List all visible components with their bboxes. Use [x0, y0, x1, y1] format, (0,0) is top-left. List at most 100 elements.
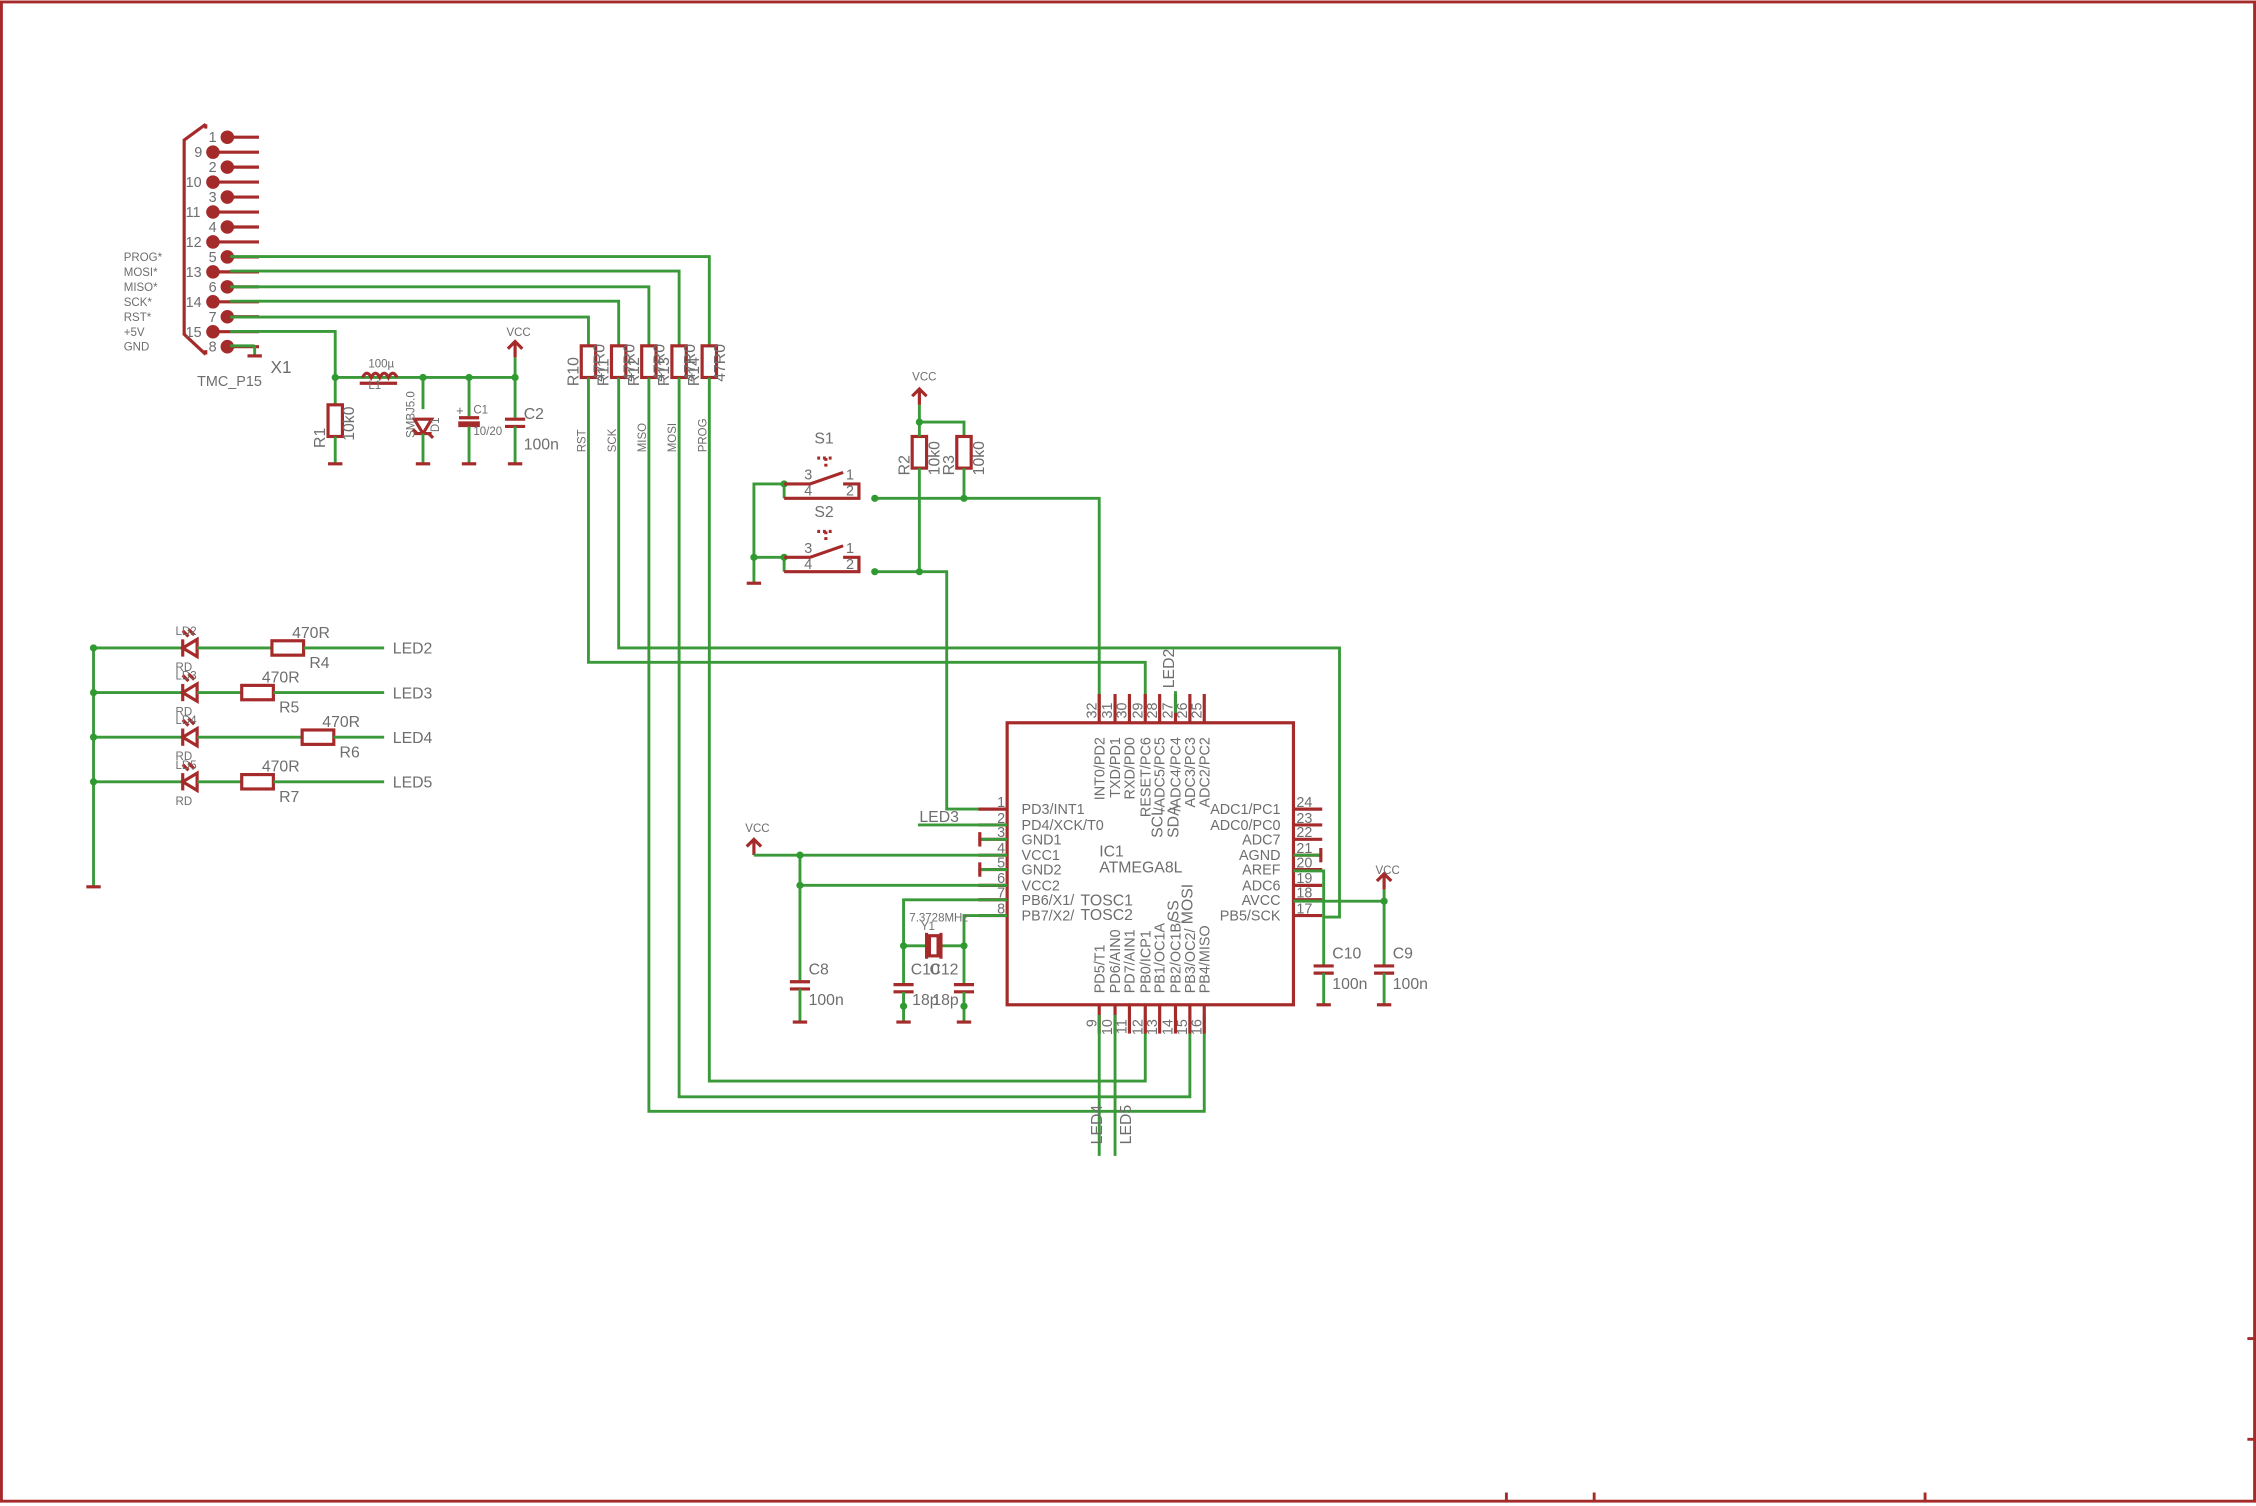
l1-value: 100µ: [368, 358, 394, 370]
ic-pin-number: 4: [997, 841, 1005, 857]
ic-pin-number: 26: [1175, 702, 1191, 718]
ic-pin-label: GND2: [1022, 863, 1062, 879]
ic-tosc1: TOSC1: [1081, 893, 1134, 910]
ic-pin-label: RESET/PC6: [1138, 737, 1154, 817]
s2-pin1: 1: [846, 541, 854, 557]
series-resistor-name: R12: [626, 357, 643, 386]
ic-pin-number: 30: [1115, 702, 1131, 718]
ic-scl: SCL: [1150, 807, 1167, 838]
d1-value: SMBJ5.0: [405, 391, 417, 438]
led-diode-color: RD: [176, 662, 193, 674]
connector-pad: [206, 324, 220, 339]
led-diode-color: RD: [176, 707, 193, 719]
ic-name: IC1: [1099, 844, 1124, 861]
ic-pin-number: 3: [997, 825, 1005, 841]
ic-pin-number: 13: [1145, 1019, 1161, 1035]
led-resistor: [270, 639, 306, 657]
vcc-label-4: VCC: [1375, 865, 1399, 877]
ic-pin-label: INT0/PD2: [1092, 737, 1108, 800]
connector-pin-number: 1: [209, 130, 217, 146]
ic-pin-label: PD3/INT1: [1022, 802, 1085, 818]
ic-pin-number: 12: [1130, 1019, 1146, 1035]
series-resistor-value: 47R0: [682, 344, 699, 382]
net-led4-bottom: LED4: [1089, 1105, 1106, 1145]
series-resistor-name: R11: [596, 358, 613, 386]
d1-name: D1: [430, 417, 442, 432]
c9-name: C9: [1393, 946, 1413, 963]
connector-pad: [220, 130, 235, 144]
crystal-value: 7.3728MHz: [909, 912, 968, 924]
net-led5-bottom: LED5: [1118, 1105, 1135, 1145]
led-diode-name: LD5: [176, 760, 197, 772]
c12-name: C12: [929, 962, 958, 979]
s1-pin4: 4: [804, 483, 812, 499]
series-resistor-name: R14: [686, 357, 703, 386]
c1-name: C1: [473, 404, 488, 416]
ic-pin-number: 14: [1161, 1019, 1177, 1035]
ic-pin-label: PB3/OC2/: [1183, 929, 1199, 994]
connector-wires: [230, 255, 711, 379]
led-section: LD2RD470RR4LED2LD3RD470RR5LED3LD4RD470RR…: [86, 625, 433, 889]
vcc-label-1: VCC: [506, 327, 530, 339]
connector-signal-label: SCK*: [124, 297, 153, 309]
connector-pin-number: 8: [209, 340, 217, 356]
vcc-label-3: VCC: [745, 823, 769, 835]
ic-pin-label: GND1: [1022, 832, 1062, 848]
ic-pin-number: 1: [997, 795, 1005, 811]
connector-pin-number: 7: [209, 310, 217, 326]
ic-pin-number: 22: [1296, 825, 1312, 841]
net-led2-top: LED2: [1161, 649, 1178, 689]
connector-signal-label: +5V: [124, 327, 145, 339]
ic-sda: SDA: [1165, 805, 1182, 838]
led-diode-name: LD4: [176, 715, 198, 727]
led-resistor-value: 470R: [322, 714, 360, 731]
ic-pin-label: AVCC: [1242, 893, 1281, 909]
c2-name: C2: [524, 406, 544, 423]
connector-signal-label: GND: [124, 342, 150, 354]
series-resistor-value: 47R0: [622, 344, 639, 382]
ic-pin-label: PB6/X1/: [1022, 893, 1075, 909]
l1-name: L1: [368, 380, 381, 392]
c10-xtal-value: 18p: [912, 992, 939, 1009]
s1-pin3: 3: [804, 468, 812, 484]
r1-name: R1: [312, 428, 329, 448]
series-resistor-net: RST: [577, 429, 589, 452]
ic-pin-label: PD4/XCK/T0: [1022, 818, 1104, 834]
reset-section: VCC R2 10k0 R3 10k0 S1 3 1 4: [746, 371, 1101, 811]
ic-pin-label: PB1/OC1A: [1153, 923, 1169, 994]
vcc-label-2: VCC: [912, 371, 936, 383]
series-resistor-value: 47R0: [591, 344, 608, 382]
svg-text:+: +: [456, 403, 464, 418]
isp-wires: [587, 377, 1341, 1113]
connector-pad: [220, 190, 235, 204]
r3-value: 10k0: [971, 441, 988, 475]
ic-pin-label: /ADC5/PC5: [1153, 737, 1169, 811]
connector-signal-label: MISO*: [124, 282, 158, 294]
ic-pin-number: 17: [1296, 901, 1312, 917]
ic-pin-number: 10: [1100, 1019, 1116, 1035]
ic-pin-label: PB7/X2/: [1022, 909, 1075, 925]
ic-pin-label: PB2/OC1B/: [1169, 919, 1185, 993]
ic-pin-label: AREF: [1242, 863, 1281, 879]
led-diode-color: RD: [176, 796, 193, 808]
led-net-label: LED2: [393, 641, 433, 658]
c9-value: 100n: [1393, 976, 1428, 993]
led-resistor-name: R7: [279, 789, 299, 806]
ic-tosc2: TOSC2: [1081, 907, 1133, 924]
connector-pin-number: 12: [186, 235, 202, 251]
c12-value: 18p: [932, 992, 959, 1009]
connector-pad: [206, 265, 220, 279]
connector-signal-label: MOSI*: [124, 267, 158, 279]
ic-pin-label: /ADC4/PC4: [1169, 737, 1185, 811]
s1-pin2: 2: [846, 483, 854, 499]
r2-name: R2: [896, 455, 913, 475]
led-net-label: LED3: [393, 685, 433, 702]
r1-value: 10k0: [341, 406, 358, 440]
ic-pin-number: 5: [997, 855, 1005, 871]
ic-pin-number: 24: [1296, 795, 1312, 811]
switch-s1: S1 3 1 4 2: [784, 431, 861, 500]
